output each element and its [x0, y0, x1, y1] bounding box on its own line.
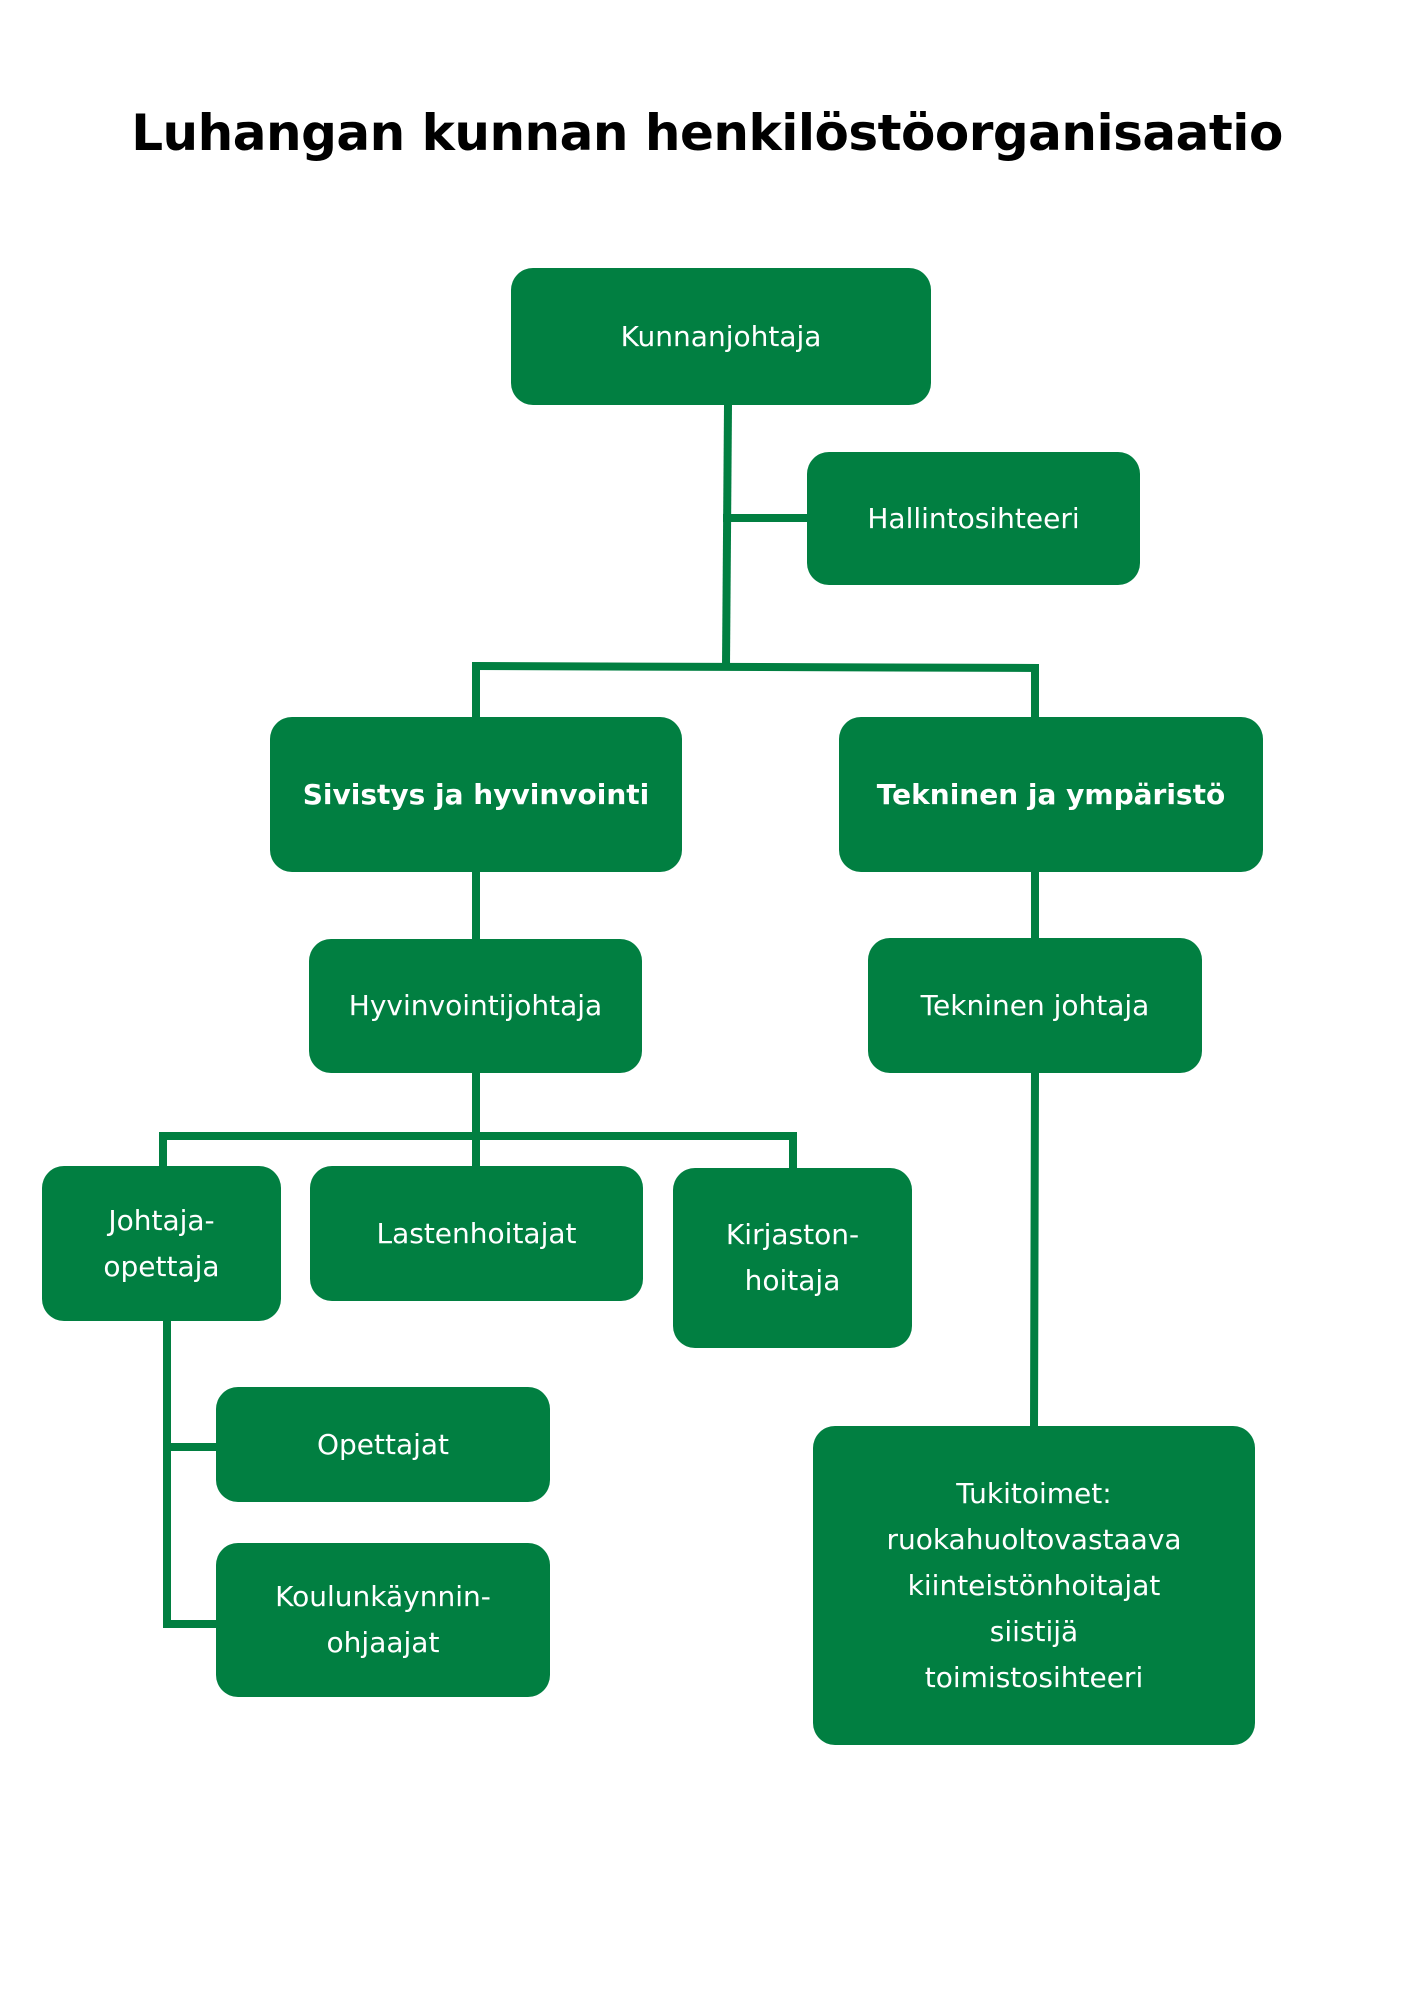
node-label: Lastenhoitajat	[376, 1216, 577, 1250]
node-sivistys-ja-hyvinvointi: Sivistys ja hyvinvointi	[270, 717, 682, 872]
node-lastenhoitajat: Lastenhoitajat	[310, 1166, 643, 1301]
node-kirjastonhoitaja: Kirjaston- hoitaja	[673, 1168, 912, 1348]
node-label: Tukitoimet: ruokahuoltovastaava kiinteis…	[886, 1476, 1182, 1694]
connector-main-bus	[471, 661, 1040, 673]
node-tukitoimet: Tukitoimet: ruokahuoltovastaava kiinteis…	[813, 1426, 1255, 1745]
node-label: Kirjaston- hoitaja	[725, 1218, 860, 1297]
node-label: Hallintosihteeri	[867, 501, 1080, 535]
node-hallintosihteeri: Hallintosihteeri	[807, 452, 1140, 585]
node-label: Sivistys ja hyvinvointi	[302, 777, 650, 811]
node-tekninen-ja-ymparisto: Tekninen ja ympäristö	[839, 717, 1263, 872]
node-johtaja-opettaja: Johtaja- opettaja	[42, 1166, 281, 1321]
node-label: Hyvinvointijohtaja	[348, 989, 603, 1022]
node-hyvinvointijohtaja: Hyvinvointijohtaja	[309, 939, 642, 1073]
connector-tukitoimet	[1029, 1068, 1040, 1431]
node-label: Opettajat	[316, 1427, 450, 1461]
node-label: Johtaja- opettaja	[103, 1203, 220, 1283]
node-opettajat: Opettajat	[216, 1387, 550, 1502]
page-title: Luhangan kunnan henkilöstöorganisaatio	[131, 104, 1283, 162]
node-koulunkaynninohjaajat: Koulunkäynnin- ohjaajat	[216, 1543, 550, 1697]
node-tekninen-johtaja: Tekninen johtaja	[868, 938, 1202, 1073]
node-label: Tekninen johtaja	[920, 988, 1150, 1022]
node-label: Koulunkäynnin- ohjaajat	[275, 1580, 491, 1659]
node-kunnanjohtaja: Kunnanjohtaja	[511, 268, 931, 405]
connector-kunnanjohtaja-trunk	[721, 400, 733, 671]
node-label: Kunnanjohtaja	[620, 319, 822, 353]
node-label: Tekninen ja ympäristö	[876, 777, 1226, 811]
